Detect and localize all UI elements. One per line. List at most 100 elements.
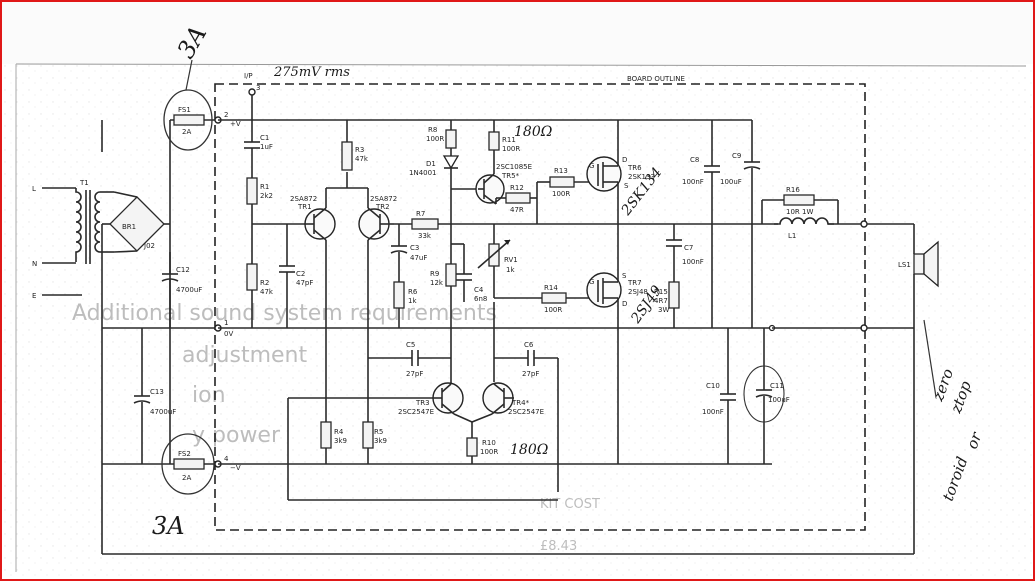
resistor-r6 [393,281,405,309]
r8-value: 100R [426,135,444,143]
transistor-tr2 [358,188,394,402]
tr5-type: 2SC1085E [496,163,532,171]
fuse-fs2 [173,458,205,470]
capacitor-c2 [279,224,295,328]
c10-label: C10 [706,382,720,390]
r13-label: R13 [554,167,568,175]
tr1-type: 2SA872 [290,195,317,203]
c13-label: C13 [150,388,164,396]
c13-value: 4700uF [150,408,176,416]
c9-label: C9 [732,152,741,160]
mosfet-tr6 [586,120,622,224]
transistor-tr1 [304,188,336,402]
resistor-r10 [466,437,478,457]
r13-value: 100R [552,190,570,198]
resistor-r1 [246,177,258,205]
c7-value: 100nF [682,258,704,266]
c1-label: C1 [260,134,269,142]
r3-value: 47k [355,155,369,163]
resistor-r9 [445,263,457,287]
r16-value: 10R 1W [786,208,813,216]
r4-label: R4 [334,428,344,436]
r14-value: 100R [544,306,562,314]
ghost-text-4: y power [192,423,281,448]
page-edge-line [15,63,1027,67]
ls1-label: LS1 [898,261,911,269]
fs1-circle-mark [163,89,213,151]
bridge-rectifier [102,191,170,253]
loudspeaker-ls1 [913,240,939,288]
tr6-s: S [624,182,629,190]
c4-value: 6n8 [474,295,487,303]
resistor-r14 [541,292,567,304]
c4-label: C4 [474,286,484,294]
r7-label: R7 [416,210,425,218]
mains-live-label: L [32,185,36,193]
c1-value: 1uF [260,143,273,151]
r15-rating: 3W [658,306,669,314]
transistor-tr4 [482,382,514,415]
r9-value: 12k [430,279,444,287]
tr7-label: TR7 [627,279,642,287]
tr7-s: S [622,272,627,280]
r15-label: R15 [654,288,668,296]
input-label: I/P [244,72,253,80]
d1-value: 1N4001 [409,169,437,177]
c11-value: 100uF [768,396,790,404]
c10-value: 100nF [702,408,724,416]
note-zero-3: or [963,429,986,451]
d1-label: D1 [426,160,436,168]
tr6-label: TR6 [627,164,642,172]
zero-pin: 1 [224,319,228,327]
transistor-tr5 [475,173,505,205]
resistor-r13 [549,176,575,188]
c7-label: C7 [684,244,693,252]
vminus-pin: 4 [224,455,229,463]
resistor-r12 [505,192,531,204]
r7-value: 33k [418,232,432,240]
c2-label: C2 [296,270,305,278]
c3-label: C3 [410,244,419,252]
r12-label: R12 [510,184,524,192]
tr4-label: TR4* [511,399,530,407]
r10-value: 100R [480,448,498,456]
fs1-pointer [185,59,193,91]
capacitor-c12 [161,252,179,328]
c6-label: C6 [524,341,534,349]
c12-value: 4700uF [176,286,202,294]
fs2-label: FS2 [178,450,191,458]
ghost-text-2: adjustment [182,343,307,368]
tr7-type: 2SJ48 [628,288,648,296]
tr7-g: G [589,278,594,286]
tr4-type: 2SC2547E [508,408,544,416]
resistor-r4 [320,421,332,449]
terminal-output [860,220,868,228]
resistor-r7 [411,218,439,230]
mains-neutral-label: N [32,260,37,268]
capacitor-c13 [133,328,151,464]
r5-value: 3k9 [374,437,387,445]
input-pin: 3 [256,84,260,92]
fs2-circle-mark [161,433,215,495]
r4-value: 3k9 [334,437,347,445]
br1-label: BR1 [122,223,136,231]
vplus-label: +V [230,120,241,128]
ghost-text-1: Additional sound system requirements [72,301,497,326]
tr1-label: TR1 [297,203,312,211]
r6-value: 1k [408,297,417,305]
c5-label: C5 [406,341,415,349]
r11-value: 100R [502,145,520,153]
r15-value: 4R7 [654,297,668,305]
c3-plate-b [390,250,408,254]
note-r10: 180Ω [510,442,549,458]
tr5-label: TR5* [501,172,520,180]
resistor-r15 [668,281,680,309]
r14-label: R14 [544,284,558,292]
resistor-r3 [341,141,353,171]
c8-value: 100nF [682,178,704,186]
r1-label: R1 [260,183,269,191]
tr3-label: TR3 [415,399,430,407]
resistor-r8 [445,129,457,149]
